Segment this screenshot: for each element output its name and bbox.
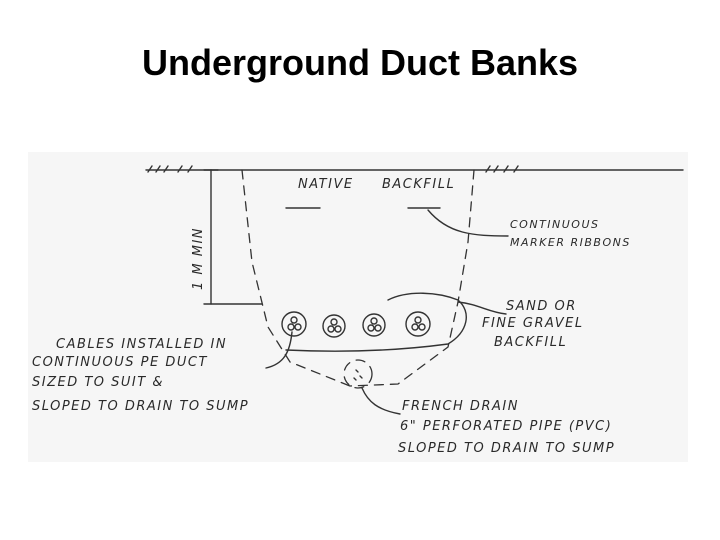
label-french-3: SLOPED TO DRAIN TO SUMP [398,441,615,456]
duct-3 [362,313,386,337]
duct-2 [322,314,346,338]
french-drain-pipe [343,359,373,389]
duct-1 [281,311,307,337]
label-cables-3: SIZED TO SUIT & [32,375,164,390]
label-cables-4: SLOPED TO DRAIN TO SUMP [32,399,249,414]
label-sand-2: FINE GRAVEL [482,316,584,331]
sketch-canvas: NATIVE BACKFILL 1 M MIN CONTINUOUS MARKE… [32,165,684,456]
label-marker-1: CONTINUOUS [510,218,600,231]
label-native: NATIVE [298,177,354,192]
label-backfill: BACKFILL [382,177,455,192]
trench-wall-right [349,169,475,387]
label-sand-3: BACKFILL [494,335,567,350]
marker-ribbon-leader [427,209,509,237]
sand-backfill-leader [457,301,507,315]
slide-title: Underground Duct Banks [141,42,579,83]
sand-backfill-envelope [285,292,467,352]
label-cables-1: CABLES INSTALLED IN [56,337,227,352]
duct-4 [405,311,431,337]
label-french-1: FRENCH DRAIN [402,399,519,414]
trench-wall-left [241,169,351,387]
french-drain-leader [361,387,401,415]
grass-hatch-left [147,165,193,173]
label-marker-2: MARKER RIBBONS [510,236,631,249]
cables-leader [265,331,293,369]
label-french-2: 6" PERFORATED PIPE (PVC) [400,419,612,434]
duct-bank-sketch: NATIVE BACKFILL 1 M MIN CONTINUOUS MARKE… [28,152,688,462]
label-cables-2: CONTINUOUS PE DUCT [32,355,208,370]
grass-hatch-right [485,165,519,173]
label-sand-1: SAND OR [506,299,577,314]
label-depth: 1 M MIN [191,227,206,290]
